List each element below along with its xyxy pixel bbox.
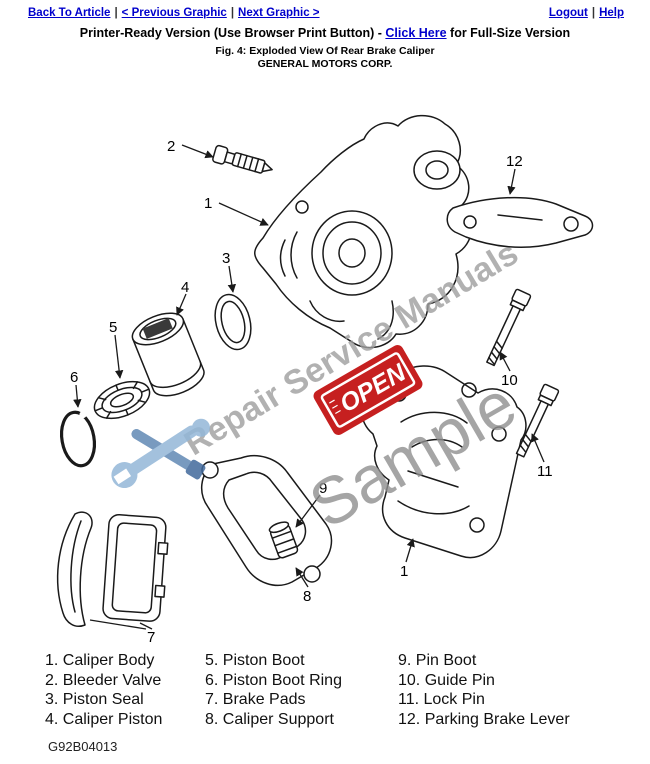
callout-caliper-body-2: 1 [400,563,408,580]
bleeder-valve-part [212,144,273,174]
legend-item: 12. Parking Brake Lever [398,710,570,728]
title-prefix: Printer-Ready Version (Use Browser Print… [79,26,386,40]
legend-column-1: 1. Caliper Body 2. Bleeder Valve 3. Pist… [45,651,205,729]
legend-item: 7. Brake Pads [205,691,306,708]
legend-column-3: 9. Pin Boot 10. Guide Pin 11. Lock Pin 1… [398,651,650,729]
legend-column-2: 5. Piston Boot 6. Piston Boot Ring 7. Br… [205,651,398,729]
callout-lock-pin: 11 [537,463,553,480]
company-name: GENERAL MOTORS CORP. [257,58,393,70]
callout-piston-seal: 3 [222,250,230,267]
previous-graphic-link[interactable]: < Previous Graphic [121,7,227,19]
next-graphic-link[interactable]: Next Graphic > [238,7,320,19]
callout-caliper-piston: 4 [181,279,189,296]
legend-item: 4. Caliper Piston [45,710,163,728]
exploded-diagram: 2 1 12 3 4 5 6 7 9 8 1 10 11 Repair Serv… [0,77,650,651]
legend-item: 9. Pin Boot [398,652,477,669]
separator: | [114,7,118,19]
legend-item: 6. Piston Boot Ring [205,671,342,689]
callout-piston-boot: 5 [109,319,117,336]
caliper-support-part [201,454,333,587]
parking-brake-lever-part [446,196,594,248]
piston-boot-part [93,380,151,420]
guide-pin-part [486,288,532,367]
caliper-piston-part [131,312,205,397]
legend-item: 1. Caliper Body [45,652,155,669]
piston-boot-ring-part [59,403,97,468]
callout-caliper-body: 1 [204,195,212,212]
parts-legend: 1. Caliper Body 2. Bleeder Valve 3. Pist… [0,651,650,729]
separator: | [591,7,596,19]
figure-caption: Fig. 4: Exploded View Of Rear Brake Cali… [215,45,435,57]
callout-labels: 2 1 12 3 4 5 6 7 9 8 1 10 11 [70,138,553,646]
legend-item: 10. Guide Pin [398,671,495,689]
title-suffix: for Full-Size Version [446,26,571,40]
brake-pads-part [56,511,169,627]
legend-item: 8. Caliper Support [205,710,334,728]
callout-guide-pin: 10 [501,372,518,389]
pin-boot-part [268,521,299,559]
page-title: Printer-Ready Version (Use Browser Print… [0,26,650,43]
piston-seal-part [214,293,252,351]
logout-link[interactable]: Logout [548,7,588,19]
callout-piston-boot-ring: 6 [70,369,78,386]
back-to-article-link[interactable]: Back To Article [28,7,111,19]
tools-logo-icon [111,418,210,489]
nav-left: Back To Article|< Previous Graphic|Next … [28,7,320,21]
top-navigation: Back To Article|< Previous Graphic|Next … [0,0,650,21]
diagram-svg: 2 1 12 3 4 5 6 7 9 8 1 10 11 Repair Serv… [56,114,594,646]
callout-caliper-support: 8 [303,588,311,605]
nav-right: Logout|Help [549,7,624,21]
callout-pin-boot: 9 [319,480,327,497]
full-size-version-link[interactable]: Click Here [385,26,447,40]
callout-brake-pads: 7 [147,629,155,646]
lock-pin-part [515,383,560,458]
separator: | [230,7,235,19]
legend-item: 3. Piston Seal [45,691,144,708]
legend-item: 2. Bleeder Valve [45,671,162,689]
callout-parking-brake-lever: 12 [506,153,523,170]
callout-leaders [73,144,545,630]
figure-code: G92B04013 [48,739,118,754]
help-link[interactable]: Help [599,7,624,19]
caliper-body-part [254,114,473,349]
legend-item: 11. Lock Pin [398,691,485,708]
legend-item: 5. Piston Boot [205,652,305,669]
callout-bleeder-valve: 2 [167,138,175,155]
